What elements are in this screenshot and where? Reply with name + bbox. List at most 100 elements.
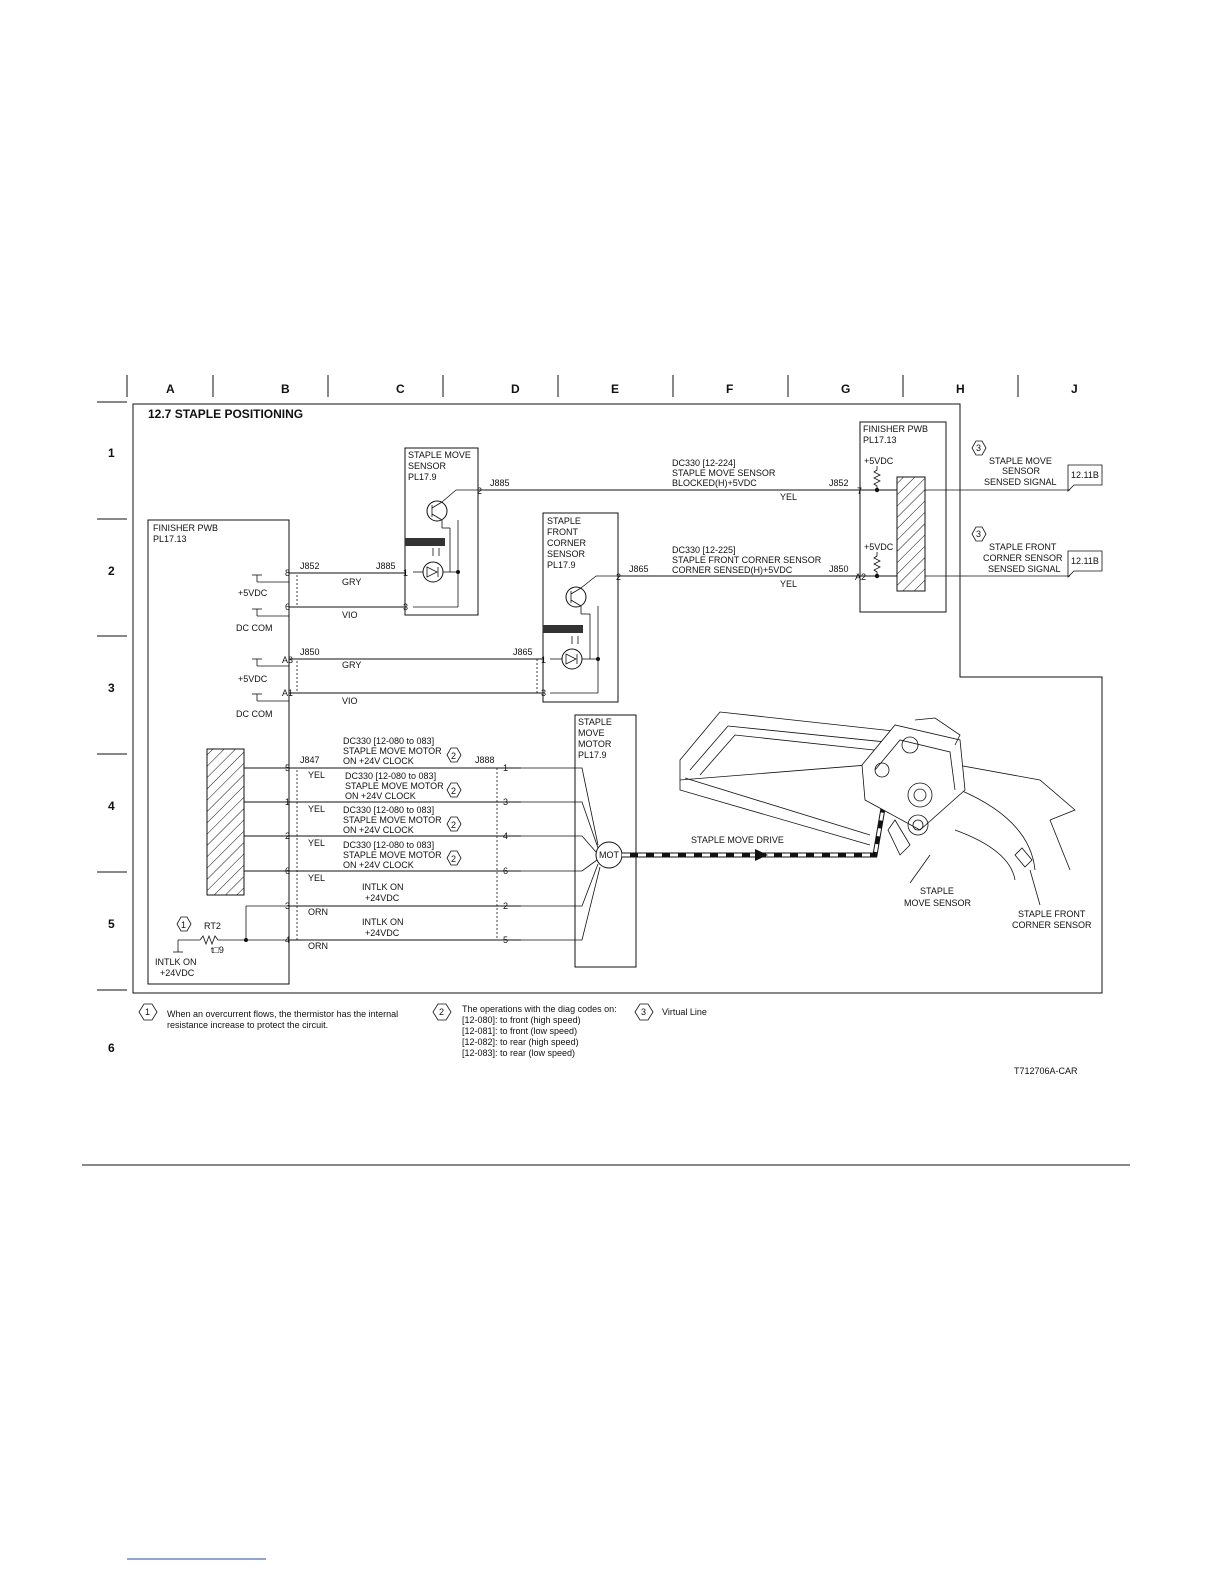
sfcs-name3: CORNER	[547, 538, 587, 548]
row2-gry: GRY	[342, 577, 361, 587]
motor-line-2-lpin: 1	[285, 797, 290, 807]
row3-vio: VIO	[342, 696, 358, 706]
row2-pin8: 8	[285, 568, 290, 578]
motor-line-4-rpin: 6	[503, 866, 508, 876]
row3-dccom: DC COM	[236, 709, 273, 719]
signal-1-connector: J852	[829, 478, 849, 488]
motor-name3: MOTOR	[578, 739, 612, 749]
finisher-pwb-right-pl: PL17.13	[863, 435, 897, 445]
row-dividers	[97, 401, 127, 991]
signal-2-out2: CORNER SENSOR	[983, 553, 1063, 563]
row2-v5: +5VDC	[238, 588, 268, 598]
intlk-line-1-wire: ORN	[308, 907, 328, 917]
staple-front-corner-sensor-box	[542, 512, 619, 703]
signal-1-voltage: +5VDC	[864, 456, 894, 466]
signal-2-wire-color: YEL	[780, 579, 797, 589]
mech-label-1b: MOVE SENSOR	[904, 898, 972, 908]
signal-1-out1: STAPLE MOVE	[989, 456, 1052, 466]
column-label: G	[841, 382, 850, 396]
motor-line-3-rpin: 4	[503, 831, 508, 841]
sfcs-name4: SENSOR	[547, 549, 586, 559]
sensor-slot-2	[543, 625, 583, 633]
motor-line-1-rpin: 1	[503, 763, 508, 773]
staple-move-sensor-name1: STAPLE MOVE	[408, 450, 471, 460]
finisher-pwb-right	[859, 421, 947, 613]
finisher-pwb-left-pl: PL17.13	[153, 534, 187, 544]
note-2-l1: The operations with the diag codes on:	[462, 1004, 617, 1014]
staple-move-sensor-pl: PL17.9	[408, 472, 437, 482]
motor-name2: MOVE	[578, 728, 605, 738]
motor-line-3-l2: STAPLE MOVE MOTOR	[343, 815, 442, 825]
mech-label-2a: STAPLE FRONT	[1018, 909, 1086, 919]
row3-conn-b: J865	[513, 647, 533, 657]
figure-id: T712706A-CAR	[1014, 1066, 1078, 1076]
sfcs-pl: PL17.9	[547, 560, 576, 570]
motor-line-4-l2: STAPLE MOVE MOTOR	[343, 850, 442, 860]
signal-1-ref: 12.11B	[1071, 470, 1099, 480]
row-label: 1	[108, 446, 115, 460]
sfcs-pin-bot: 3	[541, 688, 546, 698]
signal-2-pin: A2	[855, 572, 866, 582]
thermistor-note: 1	[181, 920, 186, 930]
motor-line-2-l1: DC330 [12-080 to 083]	[345, 771, 436, 781]
motor-line-3-lpin: 2	[285, 831, 290, 841]
signal-1-desc1: STAPLE MOVE SENSOR	[672, 468, 776, 478]
motor-line-1-lpin: 5	[285, 763, 290, 773]
row-label: 6	[108, 1041, 115, 1055]
thermistor-in1: INTLK ON	[155, 957, 197, 967]
phototransistor-symbol	[426, 500, 448, 522]
sms-pin-bot: 3	[403, 602, 408, 612]
sfcs-name1: STAPLE	[547, 516, 581, 526]
mech-label-1a: STAPLE	[920, 886, 954, 896]
row2-dccom: DC COM	[236, 623, 273, 633]
column-label: D	[511, 382, 520, 396]
row3-pinA3: A3	[282, 655, 293, 665]
row-label: 3	[108, 681, 115, 695]
intlk-line-1-rpin: 2	[503, 901, 508, 911]
motor-line-4-lpin: 6	[285, 866, 290, 876]
signal-2-out1: STAPLE FRONT	[989, 542, 1057, 552]
motor-line-2-l2: STAPLE MOVE MOTOR	[345, 781, 444, 791]
ref-flag-2	[1067, 550, 1103, 578]
sfcs-pin-top: 2	[616, 572, 621, 582]
motor-conn-right: J888	[475, 755, 495, 765]
intlk-line-2-l2: +24VDC	[365, 928, 400, 938]
row2-conn-a: J852	[300, 561, 320, 571]
row2-conn-b: J885	[376, 561, 396, 571]
led-symbol-2	[561, 648, 583, 670]
note-3-num: 3	[641, 1007, 646, 1017]
finisher-pwb-left-name: FINISHER PWB	[153, 523, 218, 533]
column-dividers	[126, 375, 1019, 397]
staple-mechanism-illustration	[679, 711, 1076, 906]
thermistor-symbol: t□9	[211, 945, 224, 955]
column-label: J	[1071, 382, 1078, 396]
row3-conn-a: J850	[300, 647, 320, 657]
motor-line-1-l3: ON +24V CLOCK	[343, 756, 414, 766]
note-3-num-2: 3	[976, 529, 981, 539]
thermistor-in2: +24VDC	[160, 968, 195, 978]
motor-line-1-note: 2	[451, 751, 456, 761]
signal-2-code: DC330 [12-225]	[672, 545, 736, 555]
pwb-ic-left	[206, 748, 245, 896]
mech-label-2b: CORNER SENSOR	[1012, 920, 1092, 930]
intlk-line-2-rpin: 5	[503, 935, 508, 945]
finisher-pwb-right-name: FINISHER PWB	[863, 424, 928, 434]
diagram-frame	[132, 403, 1103, 994]
signal-1-desc2: BLOCKED(H)+5VDC	[672, 478, 757, 488]
column-label: E	[611, 382, 619, 396]
sfcs-pin-mid: 1	[541, 655, 546, 665]
motor-line-2-rpin: 3	[503, 797, 508, 807]
column-labels: A B C D E F G H J	[166, 382, 1078, 396]
motor-line-3-l1: DC330 [12-080 to 083]	[343, 805, 434, 815]
signal-2-ref: 12.11B	[1071, 556, 1099, 566]
staple-move-motor-box	[574, 714, 637, 968]
signal-2-desc2: CORNER SENSED(H)+5VDC	[672, 565, 793, 575]
row3-v5: +5VDC	[238, 674, 268, 684]
led-symbol	[422, 561, 444, 583]
row-label: 2	[108, 564, 115, 578]
motor-line-4-note: 2	[451, 854, 456, 864]
sfcs-name2: FRONT	[547, 527, 578, 537]
motor-line-3-wire: YEL	[308, 838, 325, 848]
signal-2-out3: SENSED SIGNAL	[988, 564, 1061, 574]
signal-1-out3: SENSED SIGNAL	[984, 477, 1057, 487]
